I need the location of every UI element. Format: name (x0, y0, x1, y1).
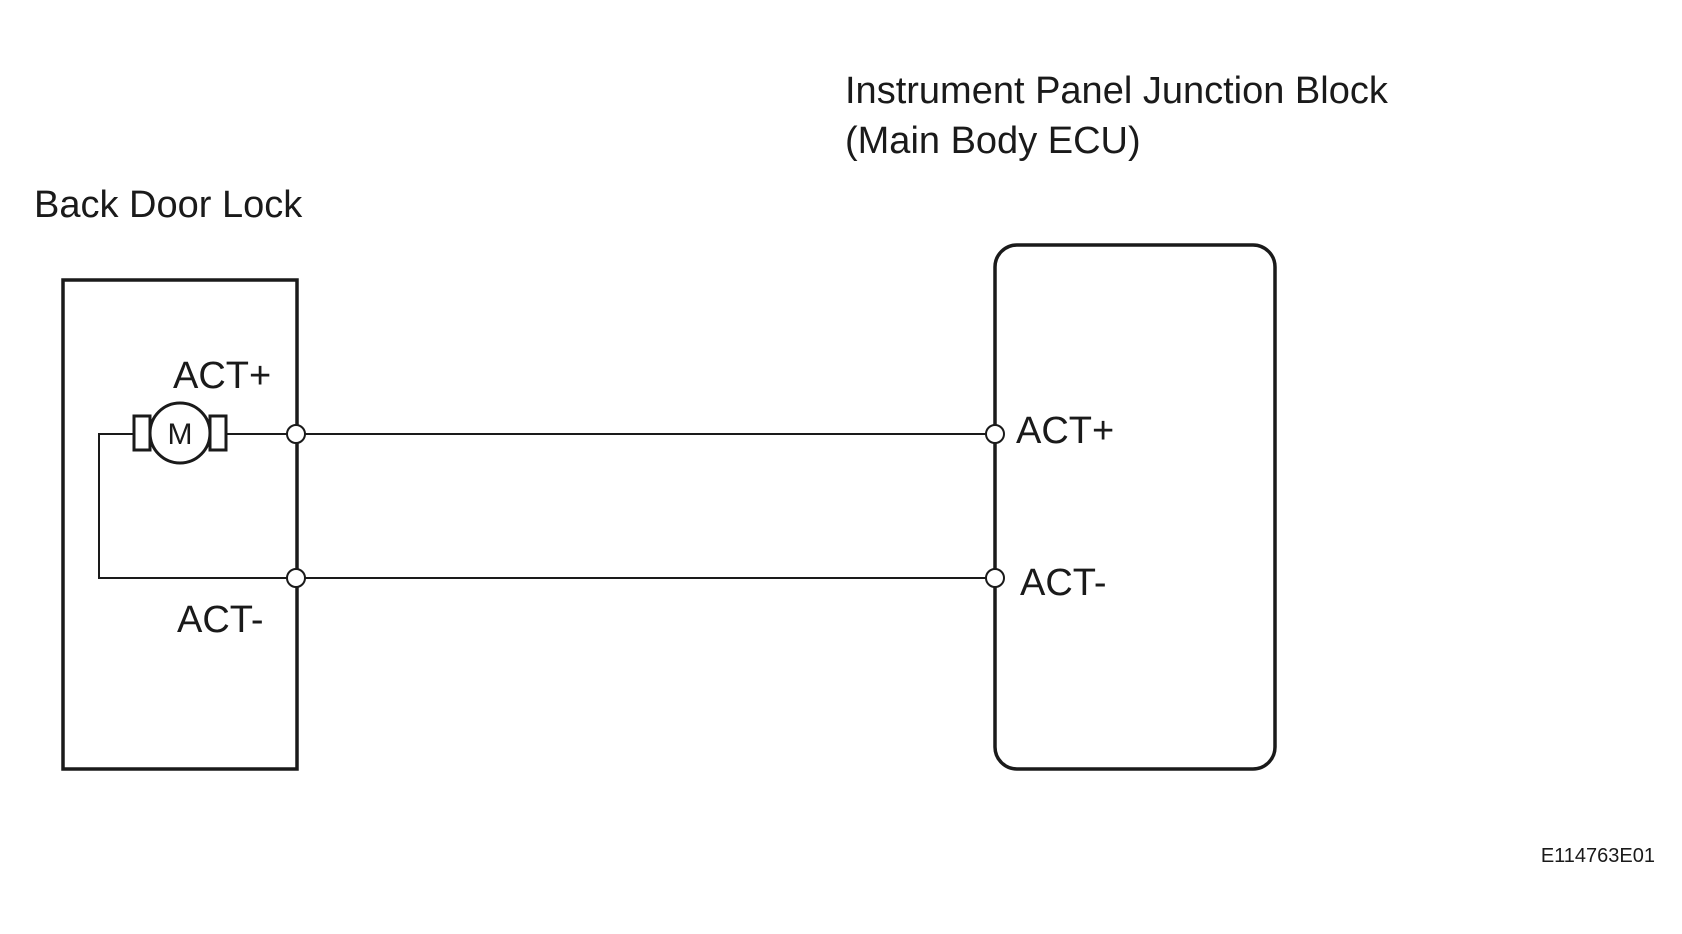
motor-label: M (168, 418, 193, 451)
junction-block-title-line2: (Main Body ECU) (845, 120, 1141, 162)
back-door-lock-title: Back Door Lock (34, 184, 303, 226)
motor-icon: M (132, 401, 228, 465)
back-door-lock-terminal-act-minus (286, 568, 306, 588)
junction-block-title-line1: Instrument Panel Junction Block (845, 70, 1389, 112)
junction-block-terminal-act-plus (985, 424, 1005, 444)
back-door-lock-terminal-act-plus (286, 424, 306, 444)
junction-block-terminal-act-minus (985, 568, 1005, 588)
back-door-lock-act-minus-label: ACT- (177, 599, 264, 641)
junction-block-act-plus-label: ACT+ (1016, 410, 1114, 452)
back-door-lock-box (61, 278, 299, 771)
figure-code: E114763E01 (1541, 845, 1655, 867)
junction-block-act-minus-label: ACT- (1020, 562, 1107, 604)
back-door-lock-act-plus-label: ACT+ (173, 355, 271, 397)
motor-return-wire (98, 433, 296, 579)
junction-block-box (993, 243, 1277, 771)
